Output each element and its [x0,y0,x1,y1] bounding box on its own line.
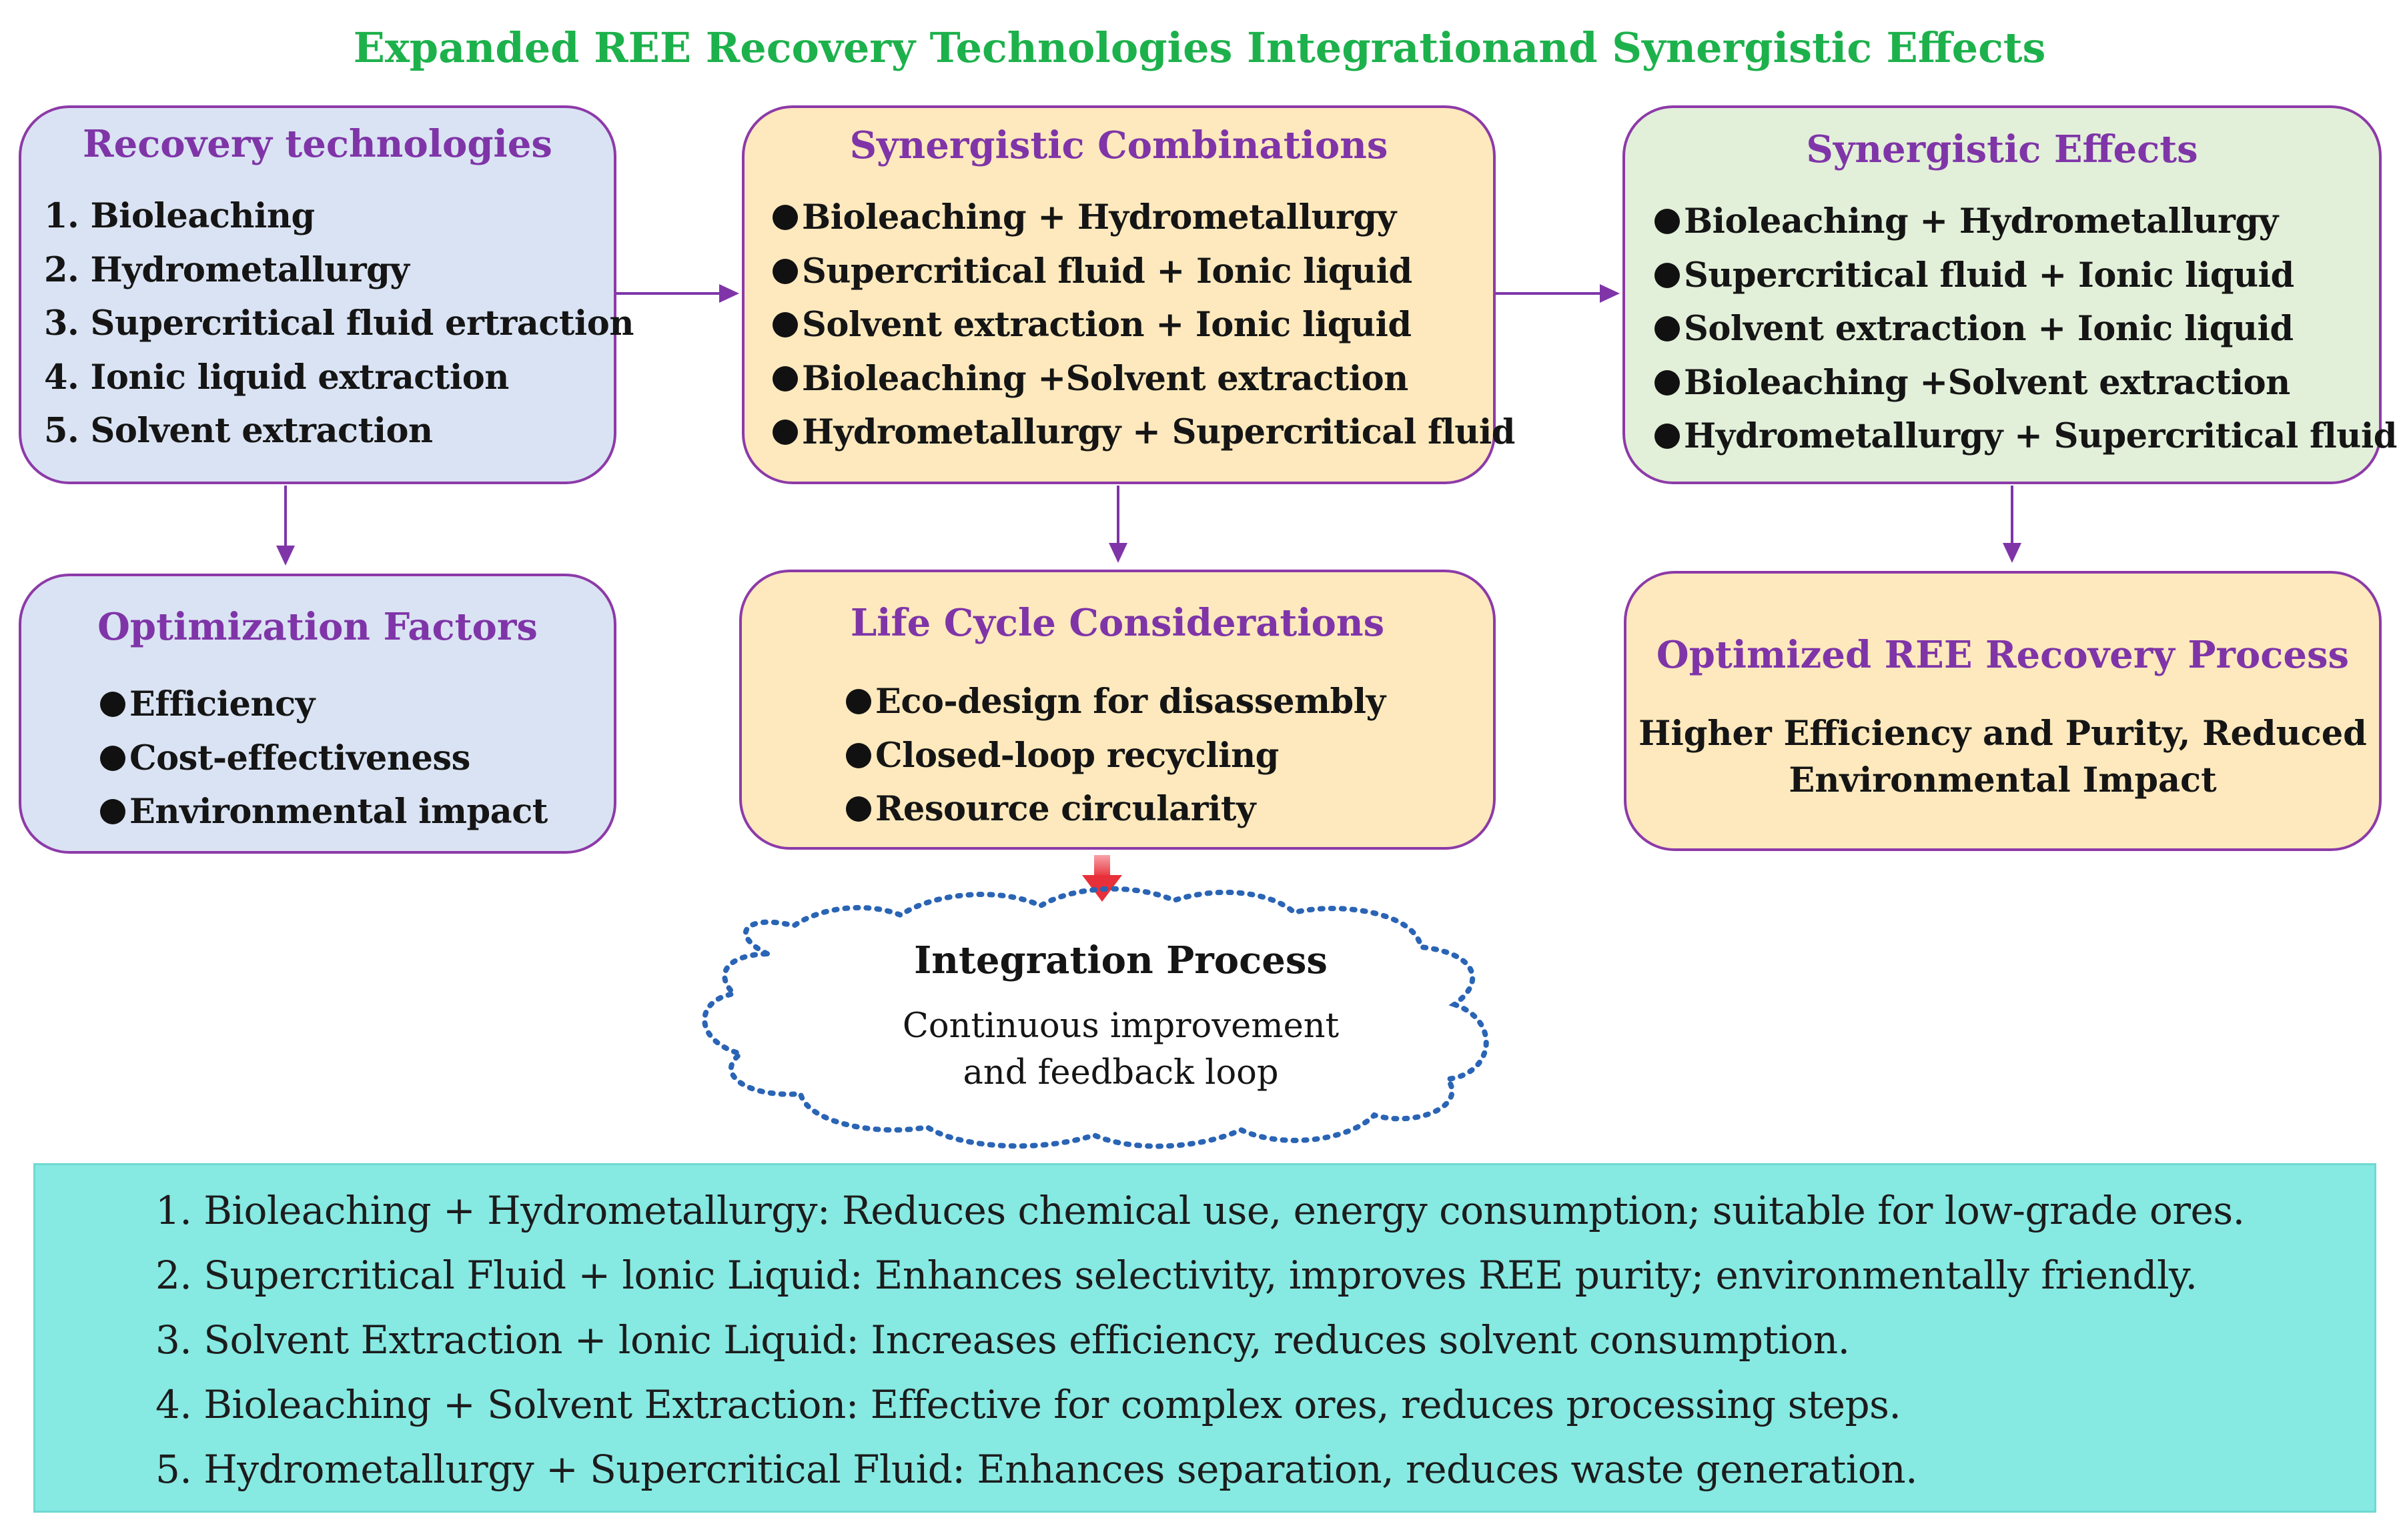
recovery-technologies-box: Recovery technologies 1. Bioleaching 2. … [19,105,634,484]
integration-process-line-1: Continuous improvement [902,1006,1340,1046]
effect-item: Supercritical fluid + Ionic liquid [1654,249,2397,303]
synergy-notes-panel: 1. Bioleaching + Hydrometallurgy: Reduce… [33,1163,2376,1513]
synergistic-combinations-list: Bioleaching + Hydrometallurgy Supercriti… [773,191,1515,460]
bullet-icon [1654,209,1680,234]
red-arrow-to-integration [1082,855,1122,902]
synergistic-effects-box: Synergistic Effects Bioleaching + Hydrom… [1622,105,2397,484]
effect-item: Bioleaching + Hydrometallurgy [1654,195,2397,249]
synergy-note: 5. Hydrometallurgy + Supercritical Fluid… [155,1447,1918,1492]
bullet-icon [1654,424,1680,449]
effect-item: Hydrometallurgy + Supercritical fluid [1654,410,2397,464]
bullet-icon [1654,369,1680,396]
bullet-icon [100,799,125,824]
bullet-icon [773,258,798,284]
combination-item: Bioleaching +Solvent extraction [773,352,1515,406]
combination-item: Supercritical fluid + Ionic liquid [773,245,1515,299]
recovery-item: 5. Solvent extraction [44,411,433,451]
bullet-icon [1654,262,1680,288]
life-cycle-list: Eco-design for disassembly Closed-loop r… [846,675,1386,836]
synergistic-effects-title: Synergistic Effects [1806,127,2198,171]
bullet-icon [100,745,125,771]
combination-item: Bioleaching + Hydrometallurgy [773,191,1515,245]
recovery-item: 4. Ionic liquid extraction [44,357,509,398]
diagram-title: Expanded REE Recovery Technologies Integ… [353,23,2046,72]
synergy-note: 4. Bioleaching + Solvent Extraction: Eff… [155,1382,1901,1427]
arrow-recovery-to-combinations [615,284,739,303]
synergistic-combinations-title: Synergistic Combinations [849,123,1388,167]
life-cycle-box: Life Cycle Considerations Eco-design for… [739,570,1496,850]
integration-process-line-2: and feedback loop [963,1053,1279,1092]
arrow-combinations-to-effects [1496,284,1620,303]
optimized-process-box: Optimized REE Recovery Process Higher Ef… [1624,571,2382,851]
recovery-item: 2. Hydrometallurgy [44,249,410,290]
optimization-item: Efficiency [100,678,548,732]
recovery-technologies-title: Recovery technologies [83,122,552,166]
bullet-icon [773,420,798,445]
synergistic-combinations-box: Synergistic Combinations Bioleaching + H… [742,105,1515,484]
optimization-item: Cost-effectiveness [100,732,548,786]
effect-item: Bioleaching +Solvent extraction [1654,356,2397,410]
recovery-technologies-list: 1. Bioleaching 2. Hydrometallurgy 3. Sup… [44,189,634,458]
synergy-note: 2. Supercritical Fluid + lonic Liquid: E… [155,1253,2198,1298]
bullet-icon [773,205,798,230]
optimization-factors-title: Optimization Factors [97,605,538,649]
bullet-icon [846,796,871,822]
bullet-icon [773,312,798,337]
synergistic-effects-list: Bioleaching + Hydrometallurgy Supercriti… [1654,195,2397,464]
arrow-effects-to-optimized [2003,486,2021,563]
synergy-note: 3. Solvent Extraction + lonic Liquid: In… [155,1317,1850,1363]
life-cycle-item: Closed-loop recycling [846,729,1386,783]
synergy-note: 1. Bioleaching + Hydrometallurgy: Reduce… [155,1188,2245,1233]
optimization-factors-box: Optimization Factors Efficiency Cost-eff… [19,574,616,854]
life-cycle-item: Eco-design for disassembly [846,675,1386,729]
synergy-notes-list: 1. Bioleaching + Hydrometallurgy: Reduce… [155,1179,2245,1502]
optimized-process-line-2: Environmental Impact [1789,760,2217,800]
arrow-combinations-to-lifecycle [1109,486,1127,563]
optimization-item: Environmental impact [100,785,548,839]
recovery-item: 3. Supercritical fluid ertraction [44,303,634,343]
life-cycle-item: Resource circularity [846,782,1386,836]
optimized-process-title: Optimized REE Recovery Process [1656,633,2350,677]
arrow-recovery-to-optimization [276,486,295,566]
integration-process-title: Integration Process [914,938,1328,982]
bullet-icon [100,692,125,717]
bullet-icon [846,742,871,768]
bullet-icon [846,689,871,714]
integration-cloud-outline [702,886,1489,1149]
effect-item: Solvent extraction + Ionic liquid [1654,302,2397,356]
combination-item: Hydrometallurgy + Supercritical fluid [773,406,1515,460]
bullet-icon [1654,316,1680,341]
bullet-icon [773,365,798,392]
life-cycle-title: Life Cycle Considerations [850,601,1385,645]
recovery-item: 1. Bioleaching [44,196,315,236]
optimization-factors-list: Efficiency Cost-effectiveness Environmen… [100,678,548,839]
combination-item: Solvent extraction + Ionic liquid [773,298,1515,352]
optimized-process-line-1: Higher Efficiency and Purity, Reduced [1638,714,2367,754]
